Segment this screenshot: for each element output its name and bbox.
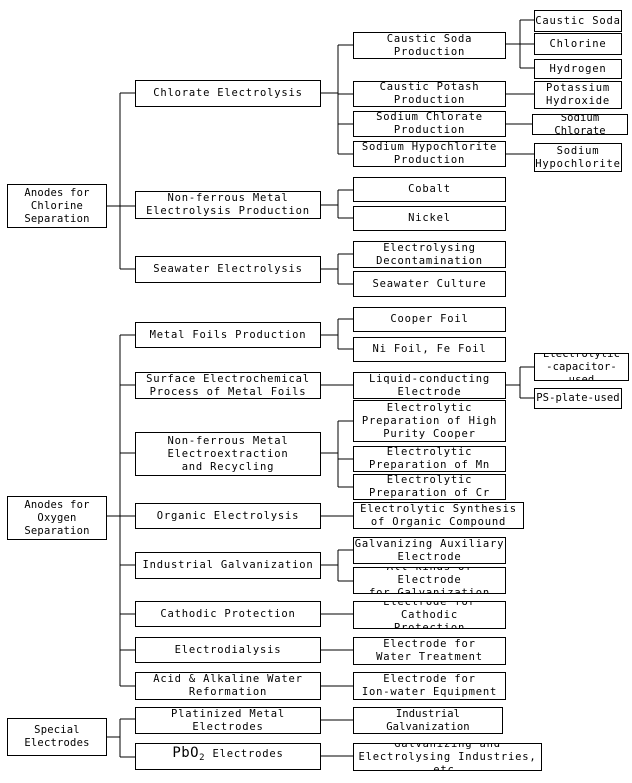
node-cathodic-protection: Cathodic Protection — [135, 601, 321, 627]
node-platinized-metal-electrodes: Platinized Metal Electrodes — [135, 707, 321, 734]
node-organic-electrolysis: Organic Electrolysis — [135, 503, 321, 529]
node-surface-electrochemical-process: Surface Electrochemical Process of Metal… — [135, 372, 321, 399]
node-capacitor-used: Electrolytic -capacitor-used — [534, 353, 629, 381]
node-potassium-hydroxide: Potassium Hydroxide — [534, 81, 622, 109]
node-sodium-hypochlorite: Sodium Hypochlorite — [534, 143, 622, 172]
node-water-treatment-electrode: Electrode for Water Treatment — [353, 637, 506, 665]
node-nickel: Nickel — [353, 206, 506, 231]
node-industrial-galvanization: Industrial Galvanization — [135, 552, 321, 579]
node-acid-alkaline-water-reformation: Acid & Alkaline Water Reformation — [135, 672, 321, 700]
pbo2-label: Electrodes — [205, 748, 284, 761]
pbo2-subscript: 2 — [199, 753, 206, 764]
node-metal-foils-production: Metal Foils Production — [135, 322, 321, 348]
node-special-industrial-galvanization: Industrial Galvanization — [353, 707, 503, 734]
node-galvanizing-electrolysing-industries: Galvanizing and Electrolysing Industries… — [353, 743, 542, 771]
node-caustic-soda: Caustic Soda — [534, 10, 622, 32]
node-galvanizing-auxiliary-electrode: Galvanizing Auxiliary Electrode — [353, 537, 506, 564]
node-chlorate-electrolysis: Chlorate Electrolysis — [135, 80, 321, 107]
node-hydrogen: Hydrogen — [534, 59, 622, 79]
node-pbo2-electrodes: PbO2 Electrodes — [135, 743, 321, 770]
node-cathodic-electrode: Electrode for Cathodic Protection — [353, 601, 506, 629]
node-ion-water-electrode: Electrode for Ion-water Equipment — [353, 672, 506, 700]
node-cobalt: Cobalt — [353, 177, 506, 202]
root-special-electrodes: Special Electrodes — [7, 718, 107, 756]
node-nonferrous-electrolysis: Non-ferrous Metal Electrolysis Productio… — [135, 191, 321, 219]
node-electrodialysis: Electrodialysis — [135, 637, 321, 663]
node-sodium-chlorate-production: Sodium Chlorate Production — [353, 111, 506, 137]
node-ni-fe-foil: Ni Foil, Fe Foil — [353, 337, 506, 362]
node-nonferrous-electroextraction: Non-ferrous Metal Electroextraction and … — [135, 432, 321, 476]
root-chlorine-separation: Anodes for Chlorine Separation — [7, 184, 107, 228]
node-liquid-conducting-electrode: Liquid-conducting Electrode — [353, 372, 506, 399]
node-all-kinds-of-electrode: All kinds of Electrode for Galvanization — [353, 567, 506, 594]
node-chlorine: Chlorine — [534, 33, 622, 55]
node-seawater-culture: Seawater Culture — [353, 271, 506, 297]
node-sodium-chlorate: Sodium Chlorate — [532, 114, 628, 135]
node-preparation-cr: Electrolytic Preparation of Cr — [353, 474, 506, 500]
node-sodium-hypochlorite-production: Sodium Hypochlorite Production — [353, 141, 506, 167]
pbo2-formula: PbO — [172, 745, 200, 762]
node-caustic-potash-production: Caustic Potash Production — [353, 81, 506, 107]
node-preparation-mn: Electrolytic Preparation of Mn — [353, 446, 506, 472]
root-oxygen-separation: Anodes for Oxygen Separation — [7, 496, 107, 540]
node-caustic-soda-production: Caustic Soda Production — [353, 32, 506, 59]
node-cooper-foil: Cooper Foil — [353, 307, 506, 332]
node-ps-plate-used: PS-plate-used — [534, 388, 622, 409]
node-seawater-electrolysis: Seawater Electrolysis — [135, 256, 321, 283]
node-electrolysing-decontamination: Electrolysing Decontamination — [353, 241, 506, 268]
node-organic-synthesis: Electrolytic Synthesis of Organic Compou… — [353, 502, 524, 529]
node-high-purity-cooper: Electrolytic Preparation of High Purity … — [353, 400, 506, 442]
